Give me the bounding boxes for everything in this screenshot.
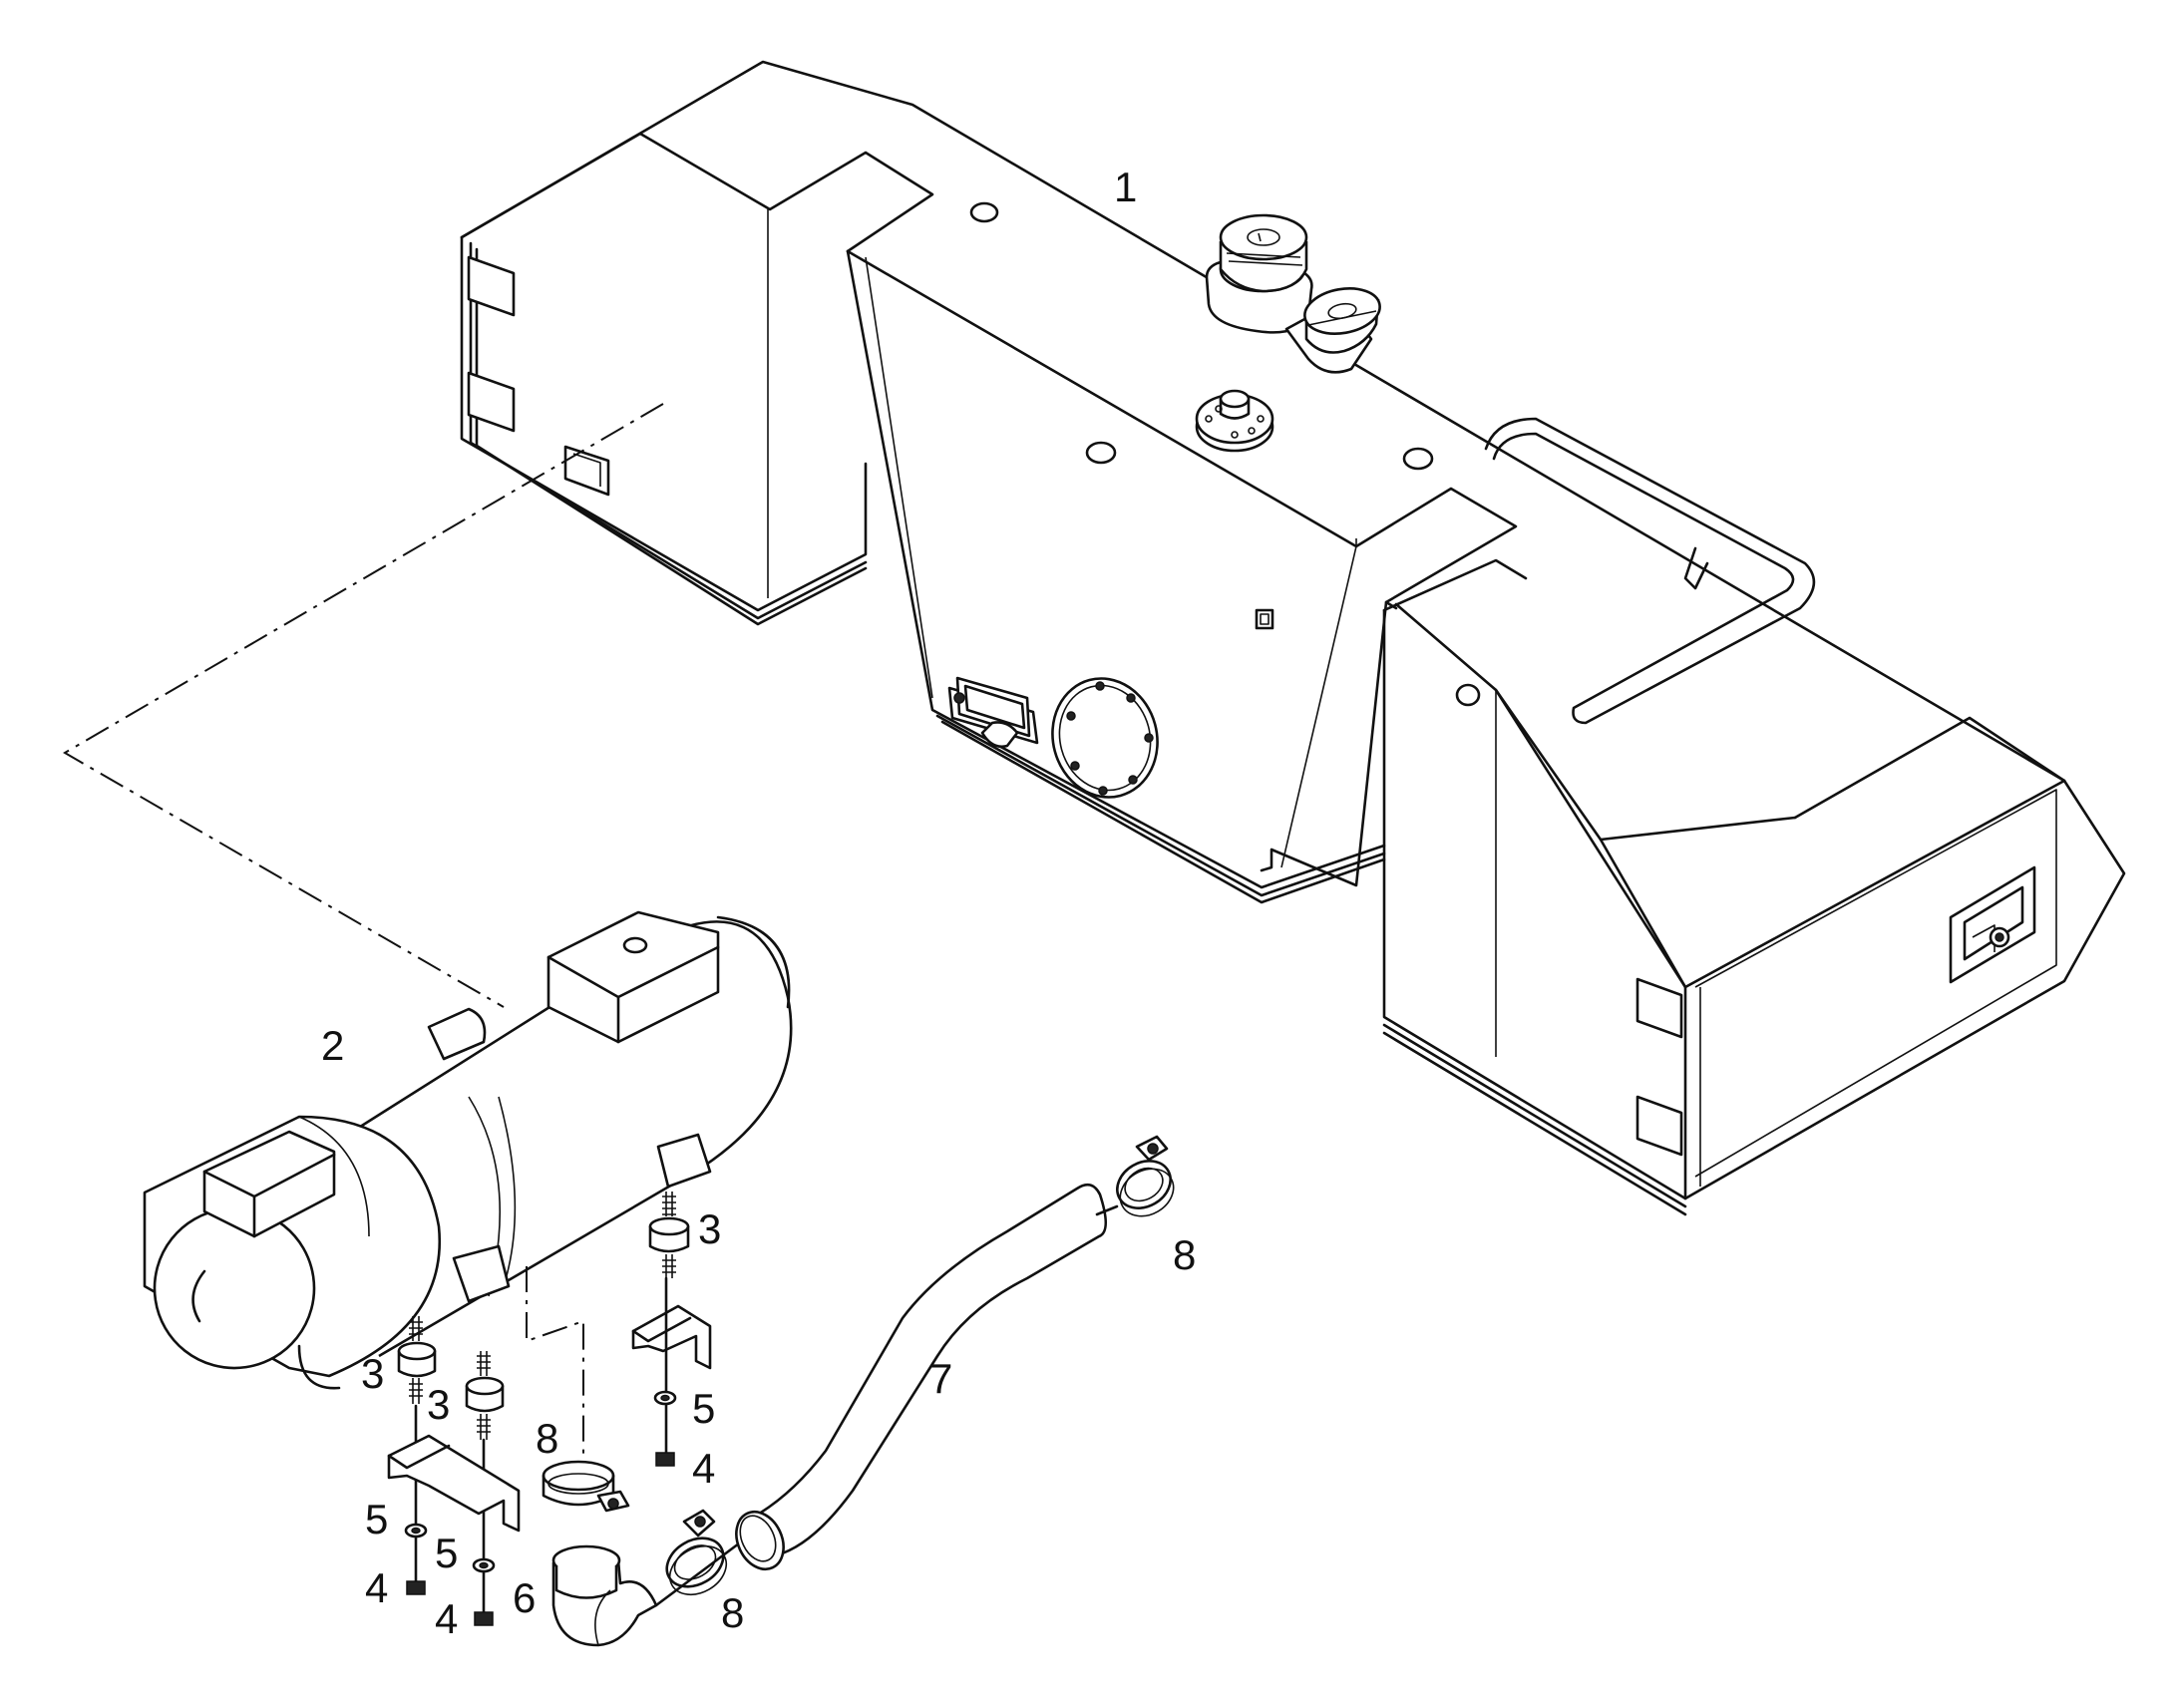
callout-labels: 1 2 3 3 3 4 4 4 5 5 5 6 7 8 8 8 bbox=[321, 164, 1196, 1642]
callout-7-hose: 7 bbox=[929, 1355, 952, 1402]
tank-assembly bbox=[460, 60, 2126, 1216]
callout-5-washer-center: 5 bbox=[435, 1530, 458, 1576]
callout-8-clamp-right: 8 bbox=[1173, 1231, 1196, 1278]
hose-clamp-left bbox=[542, 1460, 630, 1513]
mounting-centerline bbox=[63, 403, 664, 1008]
burner-unit bbox=[143, 910, 793, 1390]
callout-4-nut-left: 4 bbox=[365, 1564, 388, 1611]
filler-cap-small bbox=[1284, 287, 1381, 374]
callout-2-burner: 2 bbox=[321, 1022, 344, 1069]
callout-1-tank: 1 bbox=[1114, 164, 1137, 210]
inspection-cover bbox=[1051, 677, 1159, 799]
vibration-mount-left bbox=[397, 1316, 437, 1587]
latch bbox=[1949, 865, 2036, 984]
mounting-bracket-long bbox=[387, 1434, 521, 1533]
washer-nut-set bbox=[404, 1390, 677, 1626]
side-fitting bbox=[947, 676, 1039, 748]
vibration-mount-center bbox=[465, 1351, 505, 1617]
elbow-fitting bbox=[551, 1544, 658, 1647]
filler-cap-large bbox=[1205, 213, 1313, 334]
top-flange bbox=[1195, 389, 1274, 453]
callout-6-elbow: 6 bbox=[513, 1574, 536, 1621]
hose-clamp-right bbox=[1116, 1135, 1175, 1217]
callout-4-nut-center: 4 bbox=[435, 1595, 458, 1642]
callout-3-mount-left: 3 bbox=[361, 1350, 384, 1397]
callout-3-mount-center: 3 bbox=[427, 1381, 450, 1428]
callout-5-washer-left: 5 bbox=[365, 1496, 388, 1542]
callout-8-clamp-left: 8 bbox=[536, 1415, 558, 1462]
flexible-hose bbox=[735, 1183, 1108, 1571]
callout-4-nut-right: 4 bbox=[692, 1445, 715, 1492]
hose-clamp-bottom bbox=[665, 1509, 728, 1596]
callout-5-washer-right: 5 bbox=[692, 1385, 715, 1432]
callout-3-mount-right: 3 bbox=[698, 1205, 721, 1252]
callout-8-clamp-bottom: 8 bbox=[721, 1589, 744, 1636]
vibration-mount-right bbox=[631, 1192, 712, 1458]
